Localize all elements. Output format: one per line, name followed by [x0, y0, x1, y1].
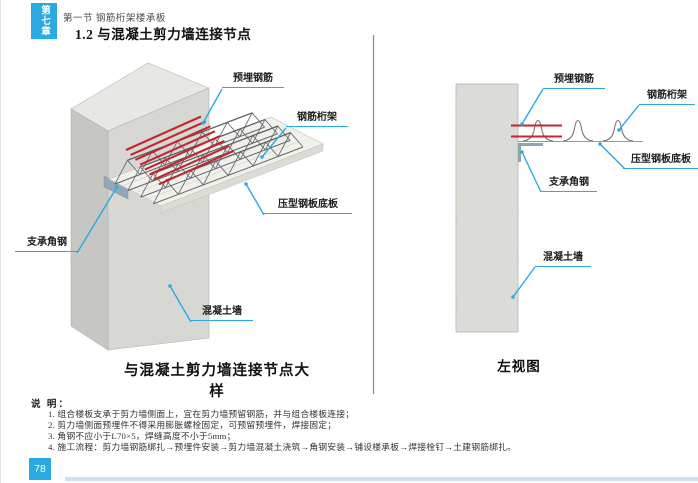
detail-view-caption: 与混凝土剪力墙连接节点大样 [124, 363, 310, 400]
detail-wall [70, 62, 210, 351]
label-concrete-wall: 混凝土墙 [191, 305, 253, 321]
section-header: 第一节 钢筋桁架楼承板 [63, 14, 166, 24]
chapter-tab: 第七章 [31, 3, 57, 39]
side-label-steel-truss: 钢筋桁架 [639, 89, 695, 105]
detail-leader-dots [115, 121, 264, 288]
side-truss-2 [562, 119, 594, 142]
side-embedded-rebars [511, 124, 562, 138]
footer-bar [65, 477, 698, 481]
side-truss-1 [522, 119, 554, 142]
side-leader-lines [512, 88, 640, 298]
side-support-angle [518, 143, 543, 162]
label-embedded-rebar: 预埋钢筋 [222, 72, 284, 88]
label-support-angle: 支承角钢 [15, 236, 79, 252]
label-steel-truss: 钢筋桁架 [286, 111, 348, 127]
side-deck [518, 119, 643, 143]
side-leader-dots [511, 122, 621, 299]
note-item-4: 4. 施工流程：剪力墙钢筋绑扎→预埋件安装→剪力墙混凝土浇筑→角钢安装→铺设楼承… [48, 442, 517, 452]
label-profiled-sheet: 压型钢板底板 [264, 198, 352, 214]
note-item-3: 3. 角钢不应小于L70×5，焊缝高度不小于5mm； [48, 431, 236, 441]
side-truss-3 [602, 119, 634, 142]
side-wall [455, 83, 519, 333]
note-item-2: 2. 剪力墙侧面预埋件不得采用膨胀螺栓固定，可预留预埋件，焊接固定； [48, 420, 337, 430]
detail-embedded-rebars [125, 115, 235, 186]
page-title: 1.2 与混凝土剪力墙连接节点 [75, 27, 252, 42]
side-label-support-angle: 支承角钢 [541, 176, 597, 192]
side-label-concrete-wall: 混凝土墙 [535, 251, 591, 267]
detail-leader-lines [76, 88, 287, 323]
notes-heading: 说 明： [31, 400, 70, 410]
side-view-caption: 左视图 [497, 359, 541, 374]
page-number-badge: 78 [29, 458, 51, 480]
side-label-embedded-rebar: 预埋钢筋 [543, 73, 605, 89]
side-label-profiled-sheet: 压型钢板底板 [623, 153, 698, 169]
note-item-1: 1. 组合楼板支承于剪力墙侧面上，宜在剪力墙预留钢筋，并与组合楼板连接； [48, 409, 355, 419]
